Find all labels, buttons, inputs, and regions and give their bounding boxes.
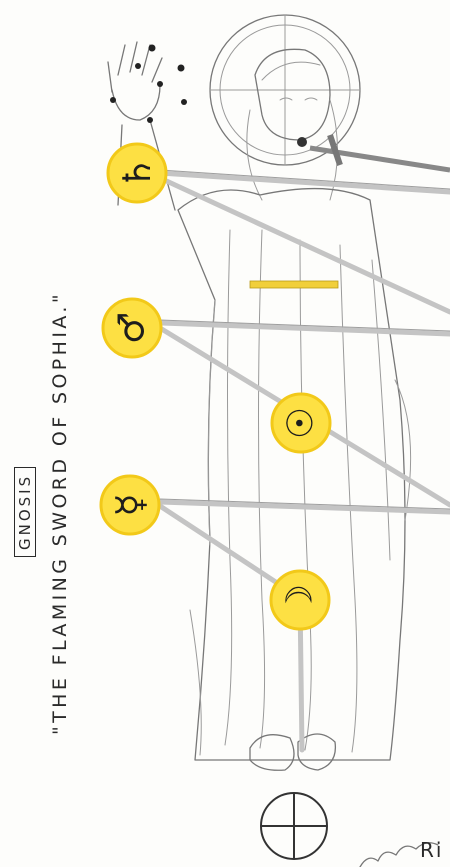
saturn-icon: ♄ (115, 156, 159, 190)
planet-mars: ♂ (103, 299, 161, 357)
corner-text: Ri (420, 838, 443, 862)
sun-icon: ☉ (281, 407, 322, 439)
planet-sun: ☉ (272, 394, 330, 452)
mars-icon: ♂ (112, 312, 153, 344)
earth-icon (261, 793, 327, 859)
feet (250, 734, 335, 770)
mercury-icon: ☿ (108, 493, 152, 516)
title-main: "THE FLAMING SWORD OF SOPHIA." (49, 291, 71, 735)
robe (178, 189, 411, 760)
planet-mercury: ☿ (101, 476, 159, 534)
planet-moon: ☽ (271, 571, 329, 629)
moon-icon: ☽ (280, 584, 321, 616)
planet-saturn: ♄ (108, 144, 166, 202)
sword (310, 135, 450, 170)
belt (250, 281, 338, 288)
rays (160, 173, 450, 750)
title-gnosis: GNOSIS (14, 467, 36, 557)
